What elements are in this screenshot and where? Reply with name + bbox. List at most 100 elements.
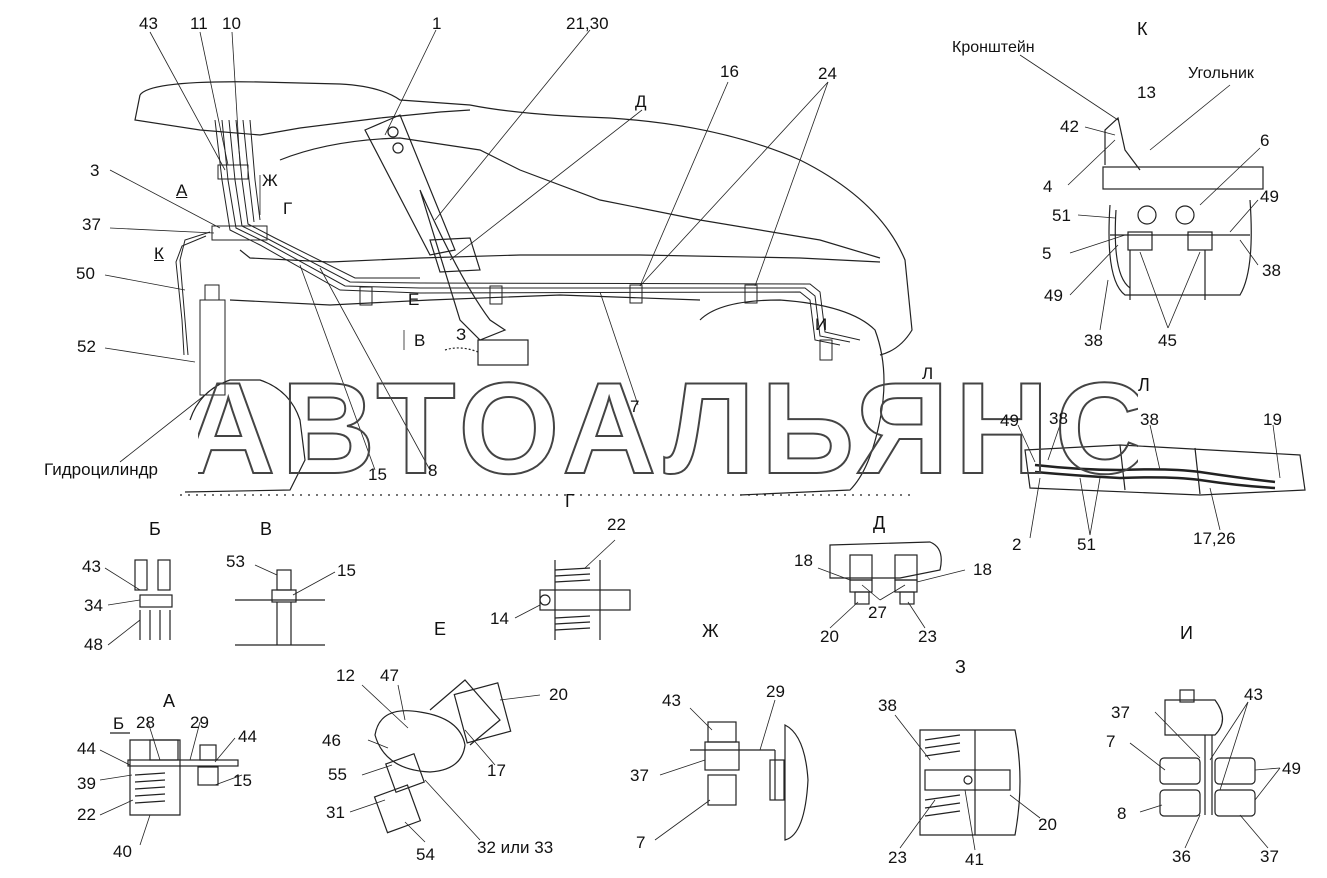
callout: 41 <box>965 850 984 869</box>
section-marker: Ж <box>262 171 278 190</box>
callout: 15 <box>337 561 356 580</box>
callout: 37 <box>630 766 649 785</box>
callout: 38 <box>1049 409 1068 428</box>
callout: 3 <box>90 161 100 180</box>
main-view-tubes <box>175 119 861 396</box>
callout: 24 <box>818 64 837 83</box>
callout: 52 <box>77 337 96 356</box>
watermark: АВТОАЛЬЯНС <box>198 368 1138 488</box>
callout: 29 <box>766 682 785 701</box>
main-view-leaders <box>104 29 829 471</box>
callout: 13 <box>1137 83 1156 102</box>
callout: 8 <box>428 461 438 480</box>
section-marker: А <box>176 181 188 200</box>
callout: 43 <box>1244 685 1263 704</box>
callout: 38 <box>878 696 897 715</box>
view-v-drawing <box>235 564 336 646</box>
callout: 19 <box>1263 410 1282 429</box>
callout: 31 <box>326 803 345 822</box>
callout: 11 <box>190 14 208 33</box>
component-label: Угольник <box>1188 65 1254 82</box>
callout: 45 <box>1158 331 1177 350</box>
callout: 1 <box>432 14 442 33</box>
section-marker: И <box>815 315 828 334</box>
section-marker: Е <box>408 290 420 309</box>
callout: 20 <box>1038 815 1057 834</box>
view-title: Л <box>1138 375 1150 395</box>
section-marker: К <box>154 244 164 263</box>
section-marker: Г <box>283 199 293 218</box>
callout: 43 <box>662 691 681 710</box>
callout: 7 <box>1106 732 1116 751</box>
view-e-drawing <box>349 679 541 843</box>
callout: 53 <box>226 552 245 571</box>
callout: 12 <box>336 666 355 685</box>
callout: 27 <box>868 603 887 622</box>
callout: 5 <box>1042 244 1052 263</box>
callout: 38 <box>1084 331 1103 350</box>
view-b-drawing <box>104 559 173 646</box>
section-marker: В <box>414 331 426 350</box>
view-title: Е <box>434 619 447 639</box>
callout: 17 <box>487 761 506 780</box>
callout: 20 <box>549 685 568 704</box>
callout: 29 <box>190 713 209 732</box>
view-title: К <box>1137 19 1148 39</box>
view-title: А <box>163 691 176 711</box>
view-title: В <box>260 519 273 539</box>
callout: 48 <box>84 635 103 654</box>
main-view-body <box>134 81 915 496</box>
callout: 2 <box>1012 535 1022 554</box>
view-d-drawing <box>817 541 966 629</box>
callout: 23 <box>888 848 907 867</box>
callout: 49 <box>1000 411 1019 430</box>
callout: 49 <box>1044 286 1063 305</box>
view-title: Д <box>873 513 886 533</box>
callout: 20 <box>820 627 839 646</box>
callout: 34 <box>84 596 103 615</box>
callout: 16 <box>720 62 739 81</box>
callout: 51 <box>1052 206 1071 225</box>
component-label: Гидроцилиндр <box>44 460 158 479</box>
view-zh-drawing <box>654 699 809 841</box>
callout: 50 <box>76 264 95 283</box>
section-marker: З <box>456 325 467 344</box>
callout: 47 <box>380 666 399 685</box>
callout: 15 <box>233 771 252 790</box>
callout: 37 <box>1260 847 1279 866</box>
view-title: Г <box>565 491 575 511</box>
section-marker: Л <box>922 364 934 383</box>
callout: 28 <box>136 713 155 732</box>
view-k-drawing <box>1019 54 1264 331</box>
view-a-drawing <box>99 721 243 846</box>
callout: 44 <box>77 739 96 758</box>
callout: 49 <box>1282 759 1301 778</box>
section-marker: Д <box>635 92 647 111</box>
view-title: З <box>955 657 966 677</box>
view-title: Ж <box>702 621 719 641</box>
view-g-drawing <box>514 539 631 640</box>
callout: 38 <box>1140 410 1159 429</box>
callout: 7 <box>630 397 640 416</box>
callout: 6 <box>1260 131 1270 150</box>
callout: 23 <box>918 627 937 646</box>
view-title: Б <box>149 519 161 539</box>
callout: 51 <box>1077 535 1096 554</box>
callout: 22 <box>77 805 96 824</box>
callout: 39 <box>77 774 96 793</box>
callout: 10 <box>222 14 241 33</box>
callout: 55 <box>328 765 347 784</box>
callout: 7 <box>636 833 646 852</box>
watermark-text: АВТОАЛЬЯНС <box>198 368 1138 488</box>
callout: 32 или 33 <box>477 838 554 857</box>
callout: 15 <box>368 465 387 484</box>
callout: 43 <box>139 14 158 33</box>
callout: 36 <box>1172 847 1191 866</box>
component-label: Кронштейн <box>952 39 1035 56</box>
view-i-drawing <box>1129 689 1281 849</box>
callout: 21,30 <box>566 14 609 33</box>
callout: 22 <box>607 515 626 534</box>
callout: 14 <box>490 609 509 628</box>
